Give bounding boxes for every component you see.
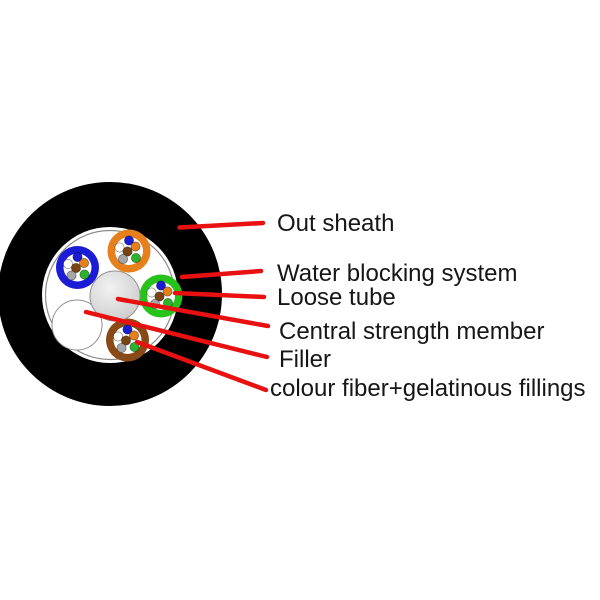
fiber-gray	[116, 343, 127, 353]
label-out-sheath: Out sheath	[277, 210, 394, 237]
loose-tube-blue	[56, 246, 99, 289]
label-loose-tube: Loose tube	[277, 284, 396, 311]
leader-line-water-blocking	[179, 268, 264, 280]
fiber-brown	[122, 246, 133, 257]
fiber-white	[62, 258, 73, 269]
label-colour-fiber-gelatinous-fillings: colour fiber+gelatinous fillings	[270, 375, 586, 402]
leader-line-filler	[83, 309, 270, 360]
fiber-blue	[122, 324, 133, 335]
label-central-strength-member: Central strength member	[279, 318, 544, 345]
fiber-white	[112, 331, 123, 342]
leader-line-out-sheath	[177, 220, 266, 230]
fiber-blue	[156, 280, 166, 291]
fiber-brown	[71, 263, 81, 273]
fiber-white	[114, 242, 125, 253]
fiber-blue	[72, 251, 83, 262]
label-filler: Filler	[279, 346, 331, 373]
leader-line-colour-fiber	[134, 339, 269, 393]
loose-tube-brown	[106, 318, 149, 362]
fiber-brown	[121, 335, 131, 346]
fiber-blue	[124, 235, 134, 246]
fiber-brown	[154, 291, 165, 302]
fiber-orange	[79, 257, 89, 268]
loose-tube-orange	[107, 229, 151, 273]
fiber-gray	[66, 270, 77, 281]
fiber-orange	[130, 241, 141, 252]
fiber-orange	[129, 330, 139, 341]
fiber-gray	[117, 254, 128, 264]
fiber-green	[129, 342, 140, 352]
fiber-white	[146, 287, 157, 298]
fiber-orange	[162, 286, 173, 297]
label-water-blocking-system: Water blocking system	[277, 260, 518, 287]
leader-line-central-member	[115, 296, 271, 329]
fiber-green	[131, 253, 141, 263]
fiber-green	[79, 269, 90, 280]
leader-line-loose-tube	[172, 290, 267, 300]
